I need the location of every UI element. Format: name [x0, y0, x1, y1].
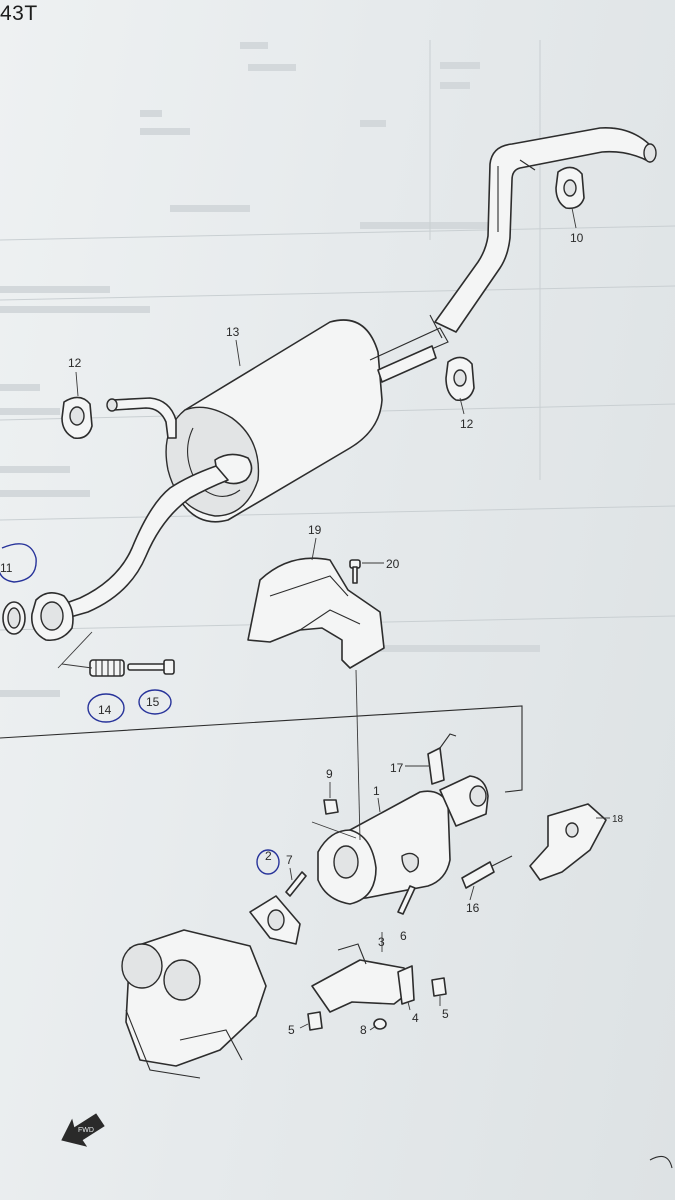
forward-arrow-label: FWD: [78, 1127, 94, 1134]
part-label-11: 11: [0, 561, 13, 575]
part-label-8: 8: [360, 1023, 367, 1037]
pen-circle-14: [87, 693, 125, 723]
bracket-3: [311, 943, 413, 1013]
mounting-rubber-10: [555, 166, 585, 210]
part-label-5-right: 5: [442, 1007, 449, 1021]
part-label-4: 4: [412, 1011, 419, 1025]
mounting-rubber-12-right: [445, 356, 475, 402]
bolt-20: [349, 559, 361, 584]
part-label-15: 15: [146, 695, 160, 709]
part-label-5-left: 5: [288, 1023, 295, 1037]
converter-leader-line: [311, 821, 357, 839]
handwritten-circles: [0, 543, 280, 875]
pen-circle-15: [138, 689, 172, 715]
label-leader-lines: [75, 207, 610, 1031]
shield-to-converter-leader: [355, 669, 361, 841]
spring-leader-line: [61, 663, 93, 669]
part-label-19: 19: [308, 523, 322, 537]
part-label-14: 14: [98, 703, 112, 717]
part-label-7: 7: [286, 853, 293, 867]
assembly-boundary-line: [0, 705, 523, 793]
pen-circle-2: [256, 849, 280, 875]
gasket-11: [2, 601, 26, 635]
stud-7: [285, 871, 307, 897]
part-label-20: 20: [386, 557, 400, 571]
pen-circle-11: [0, 543, 37, 583]
gasket-2: [249, 895, 301, 945]
bolt-5-right: [431, 977, 447, 997]
part-label-16: 16: [466, 901, 480, 915]
nut-8: [373, 1018, 387, 1030]
part-label-17: 17: [390, 761, 404, 775]
bolt-5-left: [307, 1011, 323, 1031]
spring-14: [89, 659, 125, 677]
nut-9: [323, 799, 339, 815]
exhaust-manifold-assembly: [121, 929, 267, 1079]
part-label-12-right: 12: [460, 417, 474, 431]
oxygen-sensor-17: [427, 733, 457, 785]
mounting-rubber-12-left: [61, 396, 93, 440]
page-code: 43T: [0, 2, 38, 25]
part-label-6: 6: [400, 929, 407, 943]
part-label-10: 10: [570, 231, 584, 245]
part-label-18: 18: [612, 814, 624, 825]
bleed-through-background: [0, 40, 675, 697]
forward-direction-arrow: FWD: [61, 1113, 105, 1147]
main-muffler: [165, 314, 449, 523]
corner-mark: [649, 1155, 673, 1169]
part-label-12-left: 12: [68, 356, 82, 370]
heat-shield-19: [247, 557, 385, 669]
flange-leader-line: [57, 631, 93, 669]
oxygen-sensor-16: [461, 855, 513, 889]
bolt-15: [127, 659, 175, 675]
bracket-18: [529, 803, 607, 881]
stay-4: [397, 965, 415, 1005]
front-exhaust-pipe: [30, 397, 229, 642]
catalytic-converter: [317, 775, 489, 905]
tail-pipe: [434, 127, 657, 333]
part-label-13: 13: [226, 325, 240, 339]
part-label-2: 2: [265, 849, 272, 863]
part-label-1: 1: [373, 784, 380, 798]
part-label-3: 3: [378, 935, 385, 949]
part-number-labels: 1 2 3 4 5 5 6 7 8 9 10 11 12 12 13 14 15…: [0, 231, 624, 1037]
stud-6: [397, 885, 416, 915]
part-label-9: 9: [326, 767, 333, 781]
